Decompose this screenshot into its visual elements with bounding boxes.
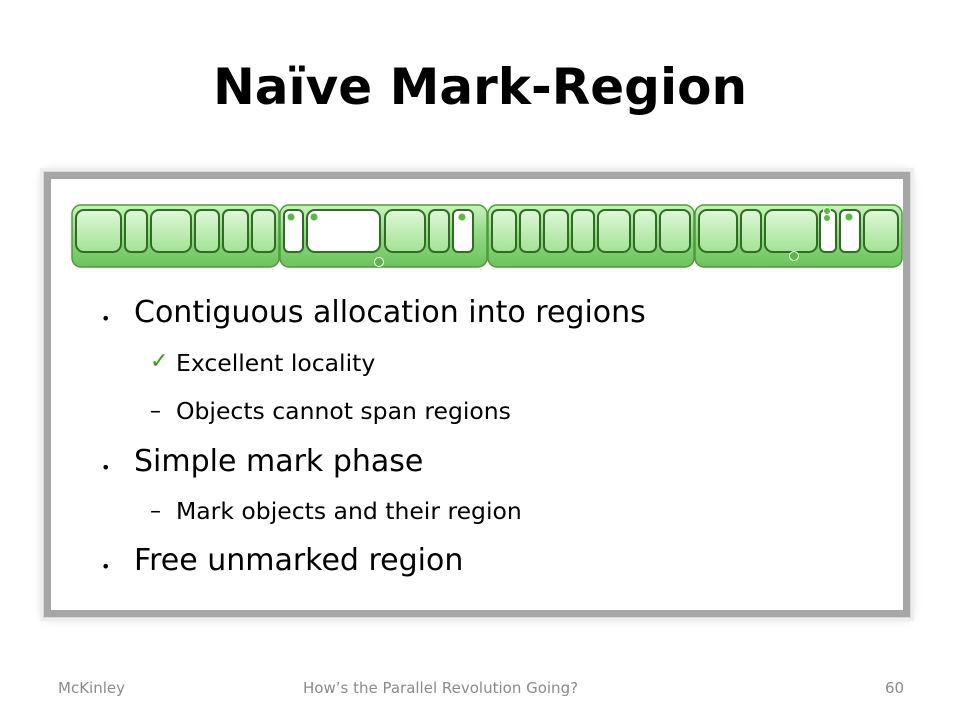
heap-regions-diagram [71,204,903,268]
bullet-text: Mark objects and their region [176,497,522,525]
heap-region [71,204,280,268]
mark-dot [457,212,467,222]
bullet-text: Excellent locality [176,349,376,377]
content-panel: • Contiguous allocation into regions ✓ E… [44,172,910,617]
footer-talk-title: How’s the Parallel Revolution Going? [303,679,579,697]
region-mark-dot [374,257,384,267]
bullet-text: Contiguous allocation into regions [134,295,646,330]
heap-region [694,204,903,268]
bullet-level2: ✓ Excellent locality [150,349,376,377]
bullet-list: • Contiguous allocation into regions ✓ E… [51,179,917,624]
heap-object [428,209,450,253]
heap-object [740,209,762,253]
heap-object [222,209,249,253]
heap-object [306,209,381,253]
heap-object [452,209,474,253]
heap-object [543,209,569,253]
heap-object [863,209,899,253]
heap-object [698,209,738,253]
bullet-marker: • [101,557,111,576]
bullet-text: Free unmarked region [134,543,464,578]
heap-object [251,209,276,253]
heap-object [75,209,122,253]
heap-object [659,209,691,253]
heap-object [491,209,517,253]
dash-marker: – [150,499,161,524]
footer-author: McKinley [58,679,125,697]
bullet-text: Simple mark phase [134,444,424,479]
footer-page-number: 60 [885,679,905,697]
slide-title: Naïve Mark-Region [212,58,748,116]
dash-marker: – [150,399,161,424]
bullet-level1: • Simple mark phase [101,444,424,479]
mark-dot [309,212,319,222]
heap-object [571,209,595,253]
bullet-marker: • [101,458,111,477]
bullet-level2: – Objects cannot span regions [150,397,511,425]
heap-object [633,209,657,253]
heap-object [519,209,541,253]
bullet-level1: • Contiguous allocation into regions [101,295,646,330]
heap-region [279,204,488,268]
mark-dot [823,214,831,222]
region-mark-dot [789,251,799,261]
bullet-level2: – Mark objects and their region [150,497,522,525]
bullet-marker: • [101,309,111,328]
heap-object [384,209,426,253]
heap-object [597,209,631,253]
bullet-text: Objects cannot span regions [176,397,511,425]
mark-dot [286,212,296,222]
mark-dot [844,212,854,222]
heap-object [150,209,192,253]
heap-object [124,209,148,253]
heap-object [839,209,861,253]
check-icon: ✓ [150,349,169,374]
heap-region [487,204,695,268]
heap-object [194,209,220,253]
bullet-level1: • Free unmarked region [101,543,464,578]
